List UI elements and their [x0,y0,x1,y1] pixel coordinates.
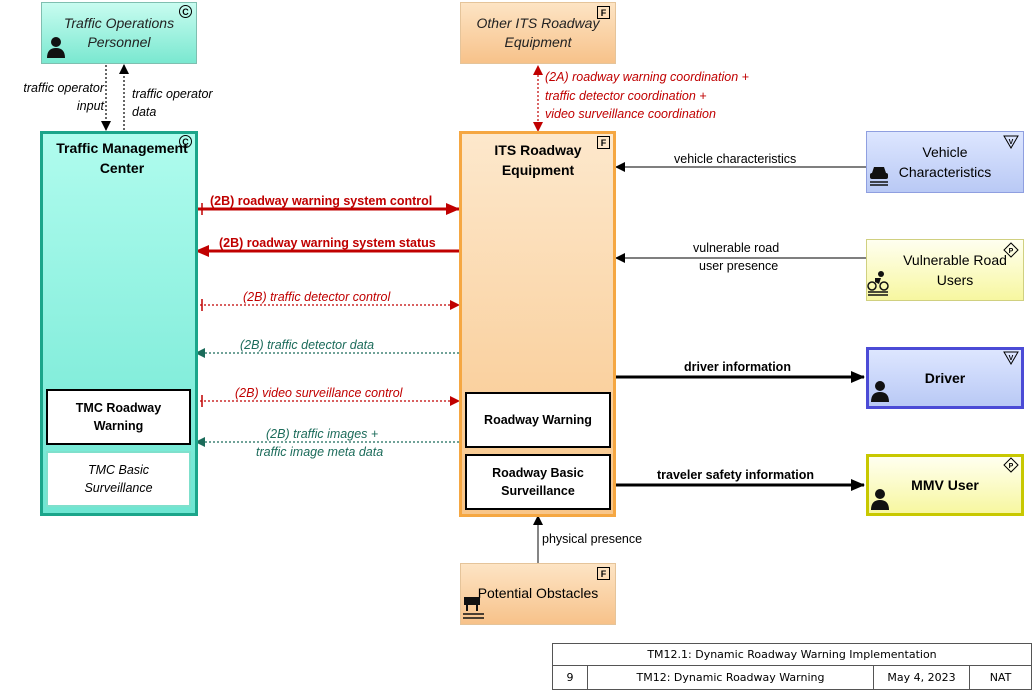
node-label: TMC Basic Surveillance [84,463,153,495]
obstacle-icon [462,595,486,621]
flow-label-vru-presence-line2: user presence [699,259,779,273]
node-label: ITS Roadway Equipment [494,142,582,178]
node-label: MMV User [911,477,979,493]
person-badge: P [1003,242,1019,258]
node-label: Roadway Basic Surveillance [492,466,584,498]
node-label: Vulnerable Road Users [903,252,1007,288]
flow-label-driver-information: driver information [684,360,791,374]
flow-label-video-surveillance-control: (2B) video surveillance control [235,386,403,400]
title-block-title: TM12.1: Dynamic Roadway Warning Implemen… [552,643,1032,666]
center-badge: C [179,5,192,18]
node-vulnerable-road-users[interactable]: Vulnerable Road Users [866,239,1024,301]
field-badge: F [597,136,610,149]
node-label: Driver [924,370,966,386]
subsystem-tmc-roadway-warning[interactable]: TMC Roadway Warning [46,389,191,445]
node-its-roadway-equipment[interactable] [459,131,616,517]
flow-label-vru-presence-line1: vulnerable road [693,241,780,255]
svg-text:P: P [1009,463,1014,470]
flow-label-traffic-detector-control: (2B) traffic detector control [243,290,391,304]
field-badge: F [597,567,610,580]
node-label: Traffic Operations Personnel [63,15,175,50]
person-badge: P [1003,457,1019,473]
flow-label-traffic-images-line1: (2B) traffic images + [266,427,379,441]
center-badge: C [179,135,192,148]
node-other-its-roadway-equipment[interactable]: Other ITS Roadway Equipment [460,2,616,64]
flow-label-rw-system-status: (2B) roadway warning system status [219,236,436,250]
field-badge: F [597,6,610,19]
subsystem-roadway-warning[interactable]: Roadway Warning [465,392,611,448]
flow-label-2a-line3: video surveillance coordination [545,107,716,121]
title-block-page: 9 [552,666,588,690]
flow-label-traffic-images-line2: traffic image meta data [256,445,384,459]
flow-label-traveler-safety-information: traveler safety information [657,468,814,482]
flow-label-vehicle-characteristics: vehicle characteristics [674,152,797,166]
flow-label-rw-system-control: (2B) roadway warning system control [210,194,433,208]
node-vehicle-characteristics[interactable]: Vehicle Characteristics [866,131,1024,193]
node-driver[interactable]: Driver [866,347,1024,409]
cyclist-icon [867,270,889,296]
flow-label-2a-line2: traffic detector coordination + [545,89,707,103]
title-block-subtitle: TM12: Dynamic Roadway Warning [587,666,874,690]
flow-label-traffic-operator-input: traffic operator input [23,81,104,113]
flow-label-physical-presence: physical presence [542,532,643,546]
person-icon [870,380,890,402]
person-icon [46,36,66,58]
car-icon [868,163,890,187]
flow-label-traffic-detector-data: (2B) traffic detector data [240,338,375,352]
flow-label-traffic-operator-data: traffic operator data [132,87,213,119]
node-label: Vehicle Characteristics [898,144,992,180]
node-label: Other ITS Roadway Equipment [476,15,600,50]
person-icon [870,488,890,510]
node-mmv-user[interactable]: MMV User [866,454,1024,516]
node-label: Potential Obstacles [477,585,599,601]
node-potential-obstacles[interactable]: Potential Obstacles [460,563,616,625]
svg-text:V: V [1009,139,1014,146]
vehicle-badge: V [1003,135,1019,149]
title-block-date: May 4, 2023 [873,666,970,690]
flow-label-2a-line1: (2A) roadway warning coordination + [545,70,749,84]
node-label: Roadway Warning [484,413,592,427]
subsystem-roadway-basic-surveillance[interactable]: Roadway Basic Surveillance [465,454,611,510]
vehicle-badge: V [1003,351,1019,365]
svg-text:P: P [1009,248,1014,255]
title-block-scope: NAT [969,666,1032,690]
node-traffic-operations-personnel[interactable]: Traffic Operations Personnel [41,2,197,64]
subsystem-tmc-basic-surveillance[interactable]: TMC Basic Surveillance [46,451,191,507]
svg-text:V: V [1009,355,1014,362]
node-label: Traffic Management Center [56,140,188,176]
node-label: TMC Roadway Warning [75,401,162,433]
